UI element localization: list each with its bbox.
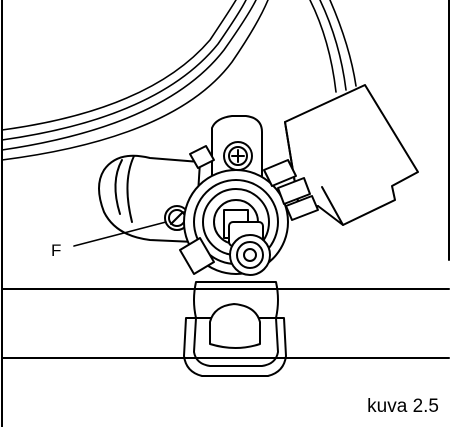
valve-stem — [223, 209, 271, 276]
callout-label-f: F — [51, 241, 62, 260]
connector-plug — [284, 84, 419, 226]
callout-leader-line — [73, 221, 167, 247]
figure-caption: kuva 2.5 — [367, 396, 439, 417]
lower-nozzle — [183, 281, 287, 377]
cross-head-screw-icon — [223, 141, 253, 171]
mounting-rails — [1, 288, 450, 359]
side-clips — [179, 145, 319, 275]
cable-bundle — [1, 0, 357, 161]
